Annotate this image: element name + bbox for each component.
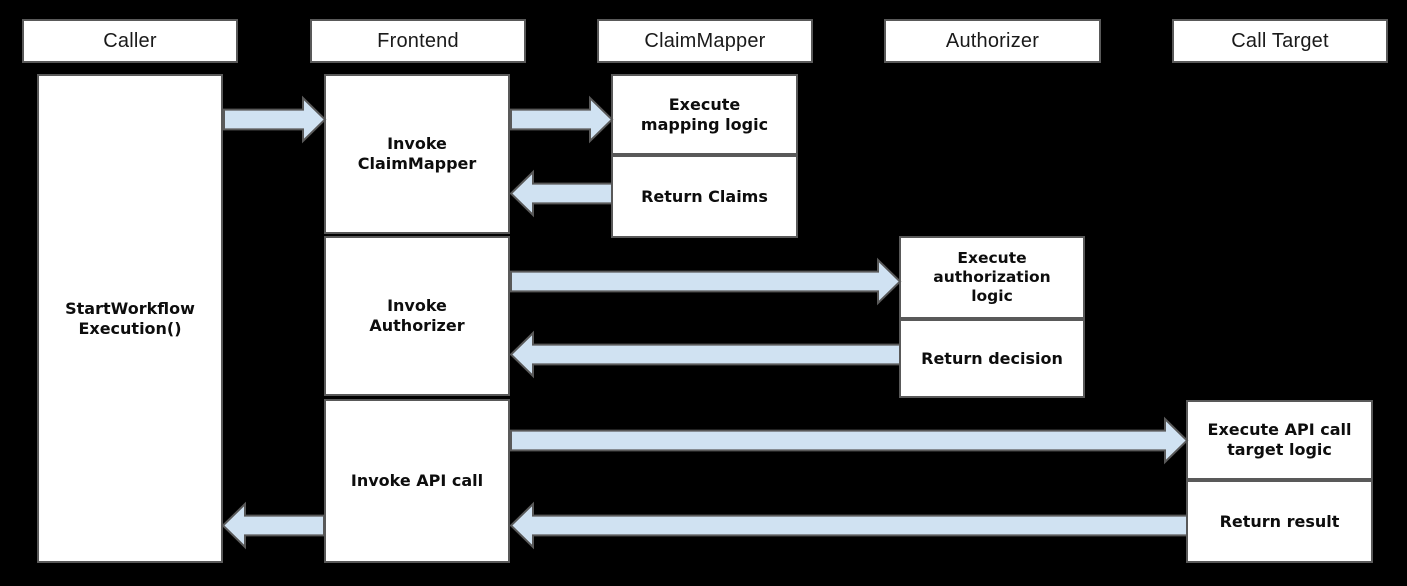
activation-box-frontend-invoke-api-call: Invoke API call (324, 399, 510, 563)
activation-label: Return decision (921, 348, 1063, 368)
message-arrow-caller-to-frontend (224, 98, 325, 141)
activation-label: Invoke API call (350, 471, 484, 491)
lifeline-header-caller: Caller (22, 19, 238, 63)
message-arrow-frontend-to-claimmapper (511, 98, 612, 141)
activation-box-claimmapper-return: Return Claims (611, 155, 798, 238)
activation-label: Return Claims (641, 186, 768, 206)
message-arrow-calltarget-to-frontend (511, 504, 1187, 547)
message-arrow-claimmapper-to-frontend (511, 172, 612, 215)
lifeline-header-claimmapper: ClaimMapper (597, 19, 813, 63)
message-arrow-frontend-to-caller (223, 504, 324, 547)
message-arrow-frontend-to-authorizer (511, 260, 900, 303)
activation-box-authorizer-return: Return decision (899, 319, 1085, 398)
lifeline-header-authorizer: Authorizer (884, 19, 1101, 63)
message-arrow-authorizer-to-frontend (511, 333, 900, 376)
lifeline-header-calltarget: Call Target (1172, 19, 1388, 63)
activation-box-calltarget-return: Return result (1186, 480, 1373, 563)
lifeline-header-frontend: Frontend (310, 19, 526, 63)
message-arrow-frontend-to-calltarget (511, 419, 1187, 462)
activation-label: Return result (1219, 511, 1340, 531)
